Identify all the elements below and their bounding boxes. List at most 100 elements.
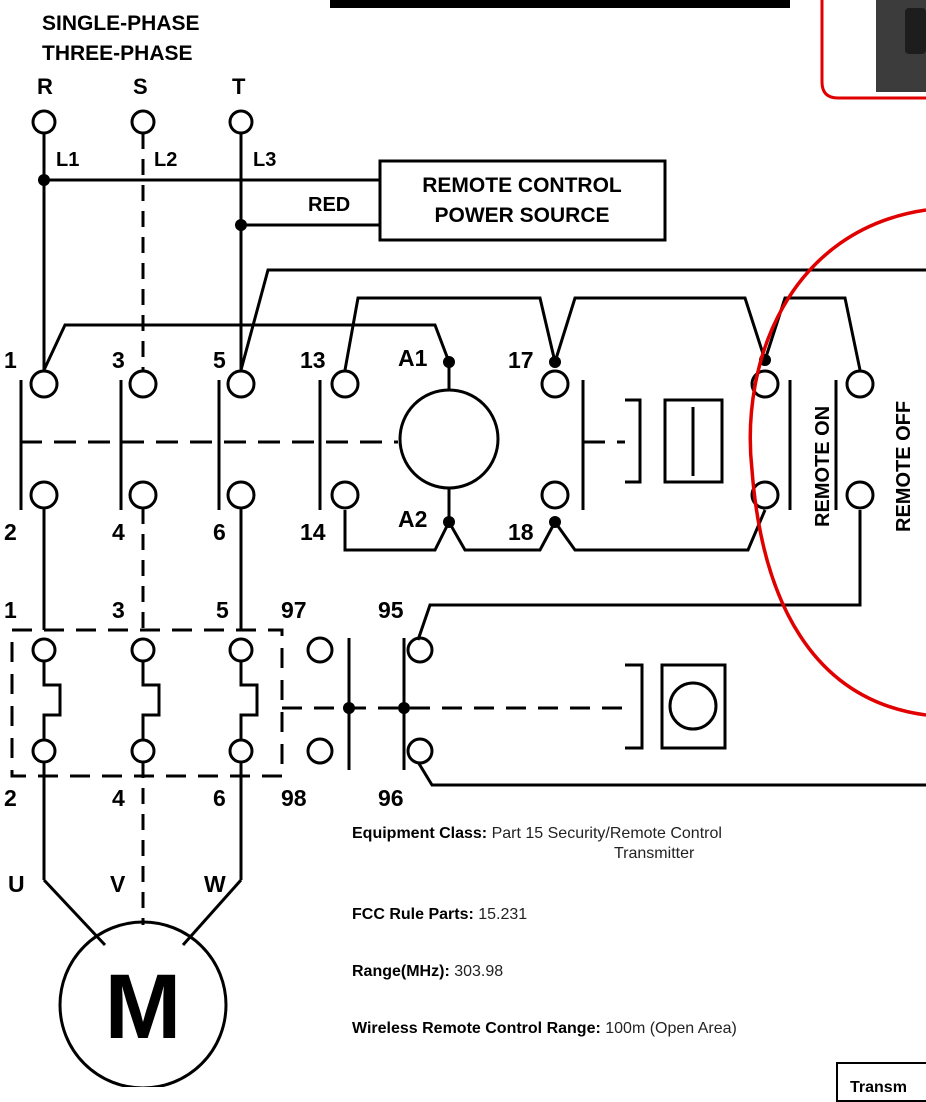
label-terminal-5: 5 — [213, 347, 226, 373]
phase-r-label: R — [37, 74, 53, 99]
top-black-banner — [330, 0, 790, 8]
overload-terminal-6 — [228, 738, 254, 764]
label-v: V — [110, 871, 126, 897]
top-red-frame — [820, 0, 926, 100]
junction-l3 — [235, 219, 247, 231]
wireless-range-value: 100m (Open Area) — [605, 1020, 737, 1037]
wireless-range-label: Wireless Remote Control Range: — [352, 1020, 601, 1037]
label-overload-5: 5 — [216, 597, 229, 623]
label-u: U — [8, 871, 25, 897]
label-red-wire: RED — [308, 194, 350, 216]
contactor-terminal-3 — [128, 369, 158, 399]
label-terminal-6: 6 — [213, 519, 226, 545]
label-overload-1: 1 — [4, 597, 17, 623]
label-18: 18 — [508, 519, 534, 545]
header-single-phase: SINGLE-PHASE — [42, 12, 200, 35]
thermal-element-3 — [141, 661, 161, 740]
junction-18 — [549, 516, 561, 528]
thermal-element-1 — [42, 661, 62, 740]
contactor-terminal-17 — [540, 369, 570, 399]
overload-relay-box — [10, 628, 284, 778]
relay-coil-box — [663, 398, 724, 484]
overload-terminal-5 — [228, 637, 254, 663]
junction-a2 — [443, 516, 455, 528]
transmitter-box: Transm — [836, 1062, 926, 1102]
wire-w-to-motor — [181, 879, 243, 946]
remote-off-label: REMOTE OFF — [893, 401, 915, 532]
label-overload-95: 95 — [378, 597, 404, 623]
remote-on-terminal-bottom — [750, 480, 780, 510]
label-terminal-3: 3 — [112, 347, 125, 373]
contactor-terminal-14 — [330, 480, 360, 510]
equipment-class-label: Equipment Class: — [352, 825, 488, 842]
fcc-rule-parts-row: FCC Rule Parts: 15.231 — [352, 905, 527, 925]
label-terminal-2: 2 — [4, 519, 17, 545]
junction-17 — [549, 356, 561, 368]
remote-control-power-source-box — [378, 159, 667, 242]
contactor-terminal-13 — [330, 369, 360, 399]
terminal-s — [130, 109, 156, 135]
range-row: Range(MHz): 303.98 — [352, 962, 503, 982]
label-terminal-4: 4 — [112, 519, 125, 545]
motor-m-label: M — [105, 956, 182, 1058]
overload-terminal-1 — [31, 637, 57, 663]
junction-l1 — [38, 174, 50, 186]
label-overload-4: 4 — [112, 785, 125, 811]
wire-96-return — [416, 761, 926, 787]
overload-reset-bracket — [625, 663, 644, 750]
label-l3: L3 — [253, 149, 276, 171]
label-overload-98: 98 — [281, 785, 307, 811]
label-overload-96: 96 — [378, 785, 404, 811]
equipment-class-continuation: Transmitter — [614, 845, 695, 862]
label-l2: L2 — [154, 149, 177, 171]
fcc-rule-parts-value: 15.231 — [478, 906, 528, 923]
wire-1-to-a1 — [42, 323, 451, 371]
wire-remote-off-top — [763, 296, 862, 371]
label-terminal-14: 14 — [300, 519, 326, 545]
wire-u-to-motor — [42, 878, 107, 947]
remote-off-terminal-bottom — [845, 480, 875, 510]
equipment-class-value: Part 15 Security/Remote Control — [491, 825, 722, 842]
label-terminal-1: 1 — [4, 347, 17, 373]
wire-5-to-remote-off — [239, 268, 926, 371]
wire-18-to-remote-on — [553, 509, 767, 552]
overload-reset-button — [668, 681, 718, 731]
contactor-terminal-4 — [128, 480, 158, 510]
junction-a1 — [443, 356, 455, 368]
fcc-rule-parts-label: FCC Rule Parts: — [352, 906, 474, 923]
label-overload-3: 3 — [112, 597, 125, 623]
wireless-range-row: Wireless Remote Control Range: 100m (Ope… — [352, 1019, 737, 1039]
wire-remote-off-to-95 — [416, 510, 862, 641]
contactor-terminal-5 — [226, 369, 256, 399]
power-source-label: POWER SOURCE — [434, 204, 609, 227]
remote-control-label: REMOTE CONTROL — [422, 174, 622, 197]
label-overload-97: 97 — [281, 597, 307, 623]
label-l1: L1 — [56, 149, 79, 171]
overload-terminal-96 — [406, 737, 434, 765]
relay-bracket — [625, 398, 642, 484]
phase-s-label: S — [133, 74, 148, 99]
range-label: Range(MHz): — [352, 963, 450, 980]
contactor-terminal-6 — [226, 480, 256, 510]
label-overload-6: 6 — [213, 785, 226, 811]
contactor-terminal-18 — [540, 480, 570, 510]
overload-terminal-4 — [130, 738, 156, 764]
overload-reset-box — [660, 663, 727, 750]
overload-terminal-98 — [306, 737, 334, 765]
header-three-phase: THREE-PHASE — [42, 42, 193, 65]
remote-on-label: REMOTE ON — [812, 406, 834, 527]
label-w: W — [204, 871, 226, 897]
label-overload-2: 2 — [4, 785, 17, 811]
terminal-r — [31, 109, 57, 135]
label-terminal-13: 13 — [300, 347, 326, 373]
overload-terminal-97 — [306, 636, 334, 664]
equipment-class-row: Equipment Class: Part 15 Security/Remote… — [352, 824, 722, 864]
phase-t-label: T — [232, 74, 246, 99]
contactor-terminal-1 — [29, 369, 59, 399]
overload-terminal-95 — [406, 636, 434, 664]
remote-on-terminal-top — [750, 369, 780, 399]
remote-off-terminal-top — [845, 369, 875, 399]
contactor-terminal-2 — [29, 480, 59, 510]
overload-terminal-2 — [31, 738, 57, 764]
